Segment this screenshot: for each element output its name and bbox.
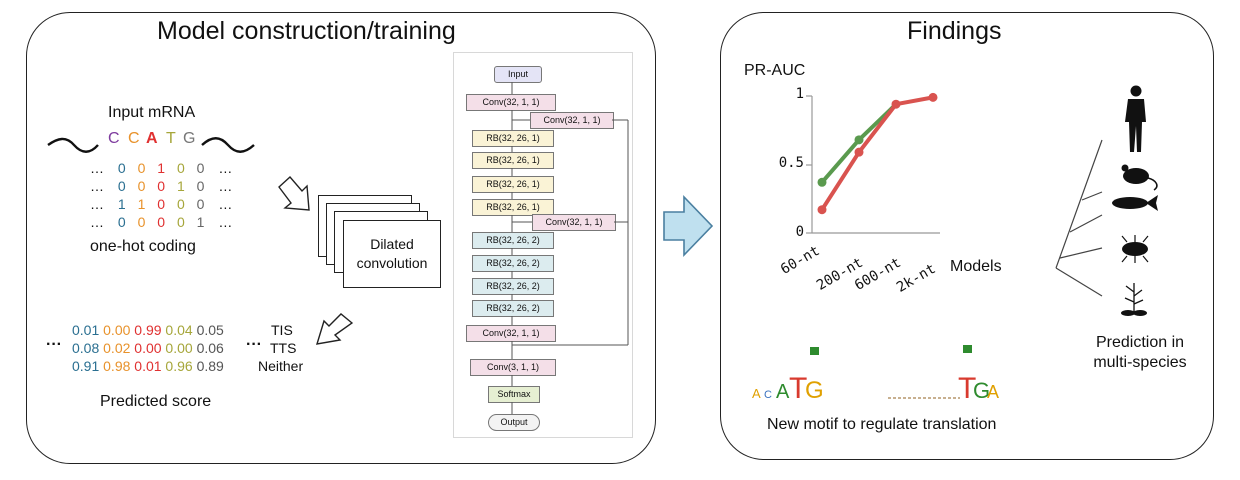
arrow-to-conv-icon [278,175,310,211]
series-green-segment [820,137,861,185]
motif-label: New motif to regulate translation [767,416,997,433]
convolution-label: convolution [356,255,428,271]
prauc-label: PR-AUC [744,62,806,79]
score-dots-left: ··· [46,336,62,353]
onehot-row: … 0 0 0 0 1 … [90,214,233,230]
phylogenetic-tree [1055,139,1103,297]
flow-conv-skip: Conv(32, 1, 1) [530,112,614,129]
motif-letter: C [764,389,772,401]
right-panel-title: Findings [907,17,1002,45]
flow-rb-block: RB(32, 26, 1) [472,152,554,169]
nucleotide: C [128,130,140,147]
series-red-segment [894,95,935,107]
motif-letter: A [752,386,761,401]
score-row: 0.91 0.98 0.01 0.96 0.89 [72,358,224,374]
motif-logo-1: A C A T G [752,347,824,405]
input-mrna-label: Input mRNA [108,104,196,121]
findings-panel [720,12,1214,460]
flow-softmax: Softmax [488,386,540,403]
flow-rb-block: RB(32, 26, 2) [472,278,554,295]
flow-rb-block: RB(32, 26, 2) [472,255,554,272]
series-red-point [928,92,938,102]
panel-arrow-icon [663,195,714,257]
motif-logo-2: T G A [888,345,999,405]
arrow-to-score-icon [315,313,354,345]
onehot-row: … 0 0 1 0 0 … [90,160,233,176]
flow-conv: Conv(32, 1, 1) [466,94,556,111]
motif-letter: T [958,372,976,405]
flow-connectors [511,82,629,414]
class-tts: TTS [270,340,297,356]
series-red-point [854,147,864,157]
human-icon [1125,85,1146,152]
flow-rb-block: RB(32, 26, 2) [472,300,554,317]
y-tick-label: 1 [795,86,804,102]
flow-rb-block: RB(32, 26, 1) [472,130,554,147]
motif-letter: T [789,372,807,405]
flow-rb-block: RB(32, 26, 1) [472,176,554,193]
dilated-convolution-box [343,220,441,288]
flow-rb-block: RB(32, 26, 1) [472,199,554,216]
motif-bar [963,345,972,353]
mrna-wave-left [47,137,99,153]
onehot-label: one-hot coding [90,238,196,255]
score-row: 0.01 0.00 0.99 0.04 0.05 [72,322,224,338]
series-red-segment [857,102,898,155]
flow-input: Input [494,66,542,83]
flow-output: Output [488,414,540,431]
predicted-score-label: Predicted score [100,393,212,410]
motif-letter: G [973,378,990,403]
chart-plot [817,92,938,215]
score-dots-right: ··· [246,336,262,353]
series-green-point [854,135,864,145]
class-tis: TIS [271,322,293,338]
y-tick-label: 0 [795,224,804,240]
fish-icon [1112,195,1158,211]
nucleotide: A [146,130,158,147]
plant-icon [1121,283,1147,316]
flow-conv: Conv(32, 1, 1) [466,325,556,342]
chart-axes [806,95,940,234]
mouse-icon [1121,164,1158,191]
motif-letter: A [776,381,790,403]
motif-letter: G [805,377,824,404]
mrna-wave-right [201,137,255,153]
motif-bar [810,347,819,355]
series-green-point [817,177,827,187]
series-red-point [891,99,901,109]
flow-conv: Conv(3, 1, 1) [470,359,556,376]
dilated-label: Dilated [370,236,414,252]
flow-rb-block: RB(32, 26, 2) [472,232,554,249]
x-axis-label: Models [950,258,1002,275]
left-panel-title: Model construction/training [157,17,456,45]
prediction-label-2: multi-species [1093,354,1187,371]
y-tick-label: 0.5 [778,155,804,171]
score-row: 0.08 0.02 0.00 0.00 0.06 [72,340,224,356]
insect-icon [1121,235,1149,263]
nucleotide: G [183,130,196,147]
onehot-row: … 0 0 0 1 0 … [90,178,233,194]
nucleotide: C [108,130,120,147]
motif-letter: A [987,382,999,402]
prediction-label-1: Prediction in [1095,334,1185,351]
series-red-point [817,205,827,215]
onehot-row: … 1 1 0 0 0 … [90,196,233,212]
class-neither: Neither [258,358,304,374]
nucleotide: T [166,130,176,147]
series-red-segment [820,150,861,212]
